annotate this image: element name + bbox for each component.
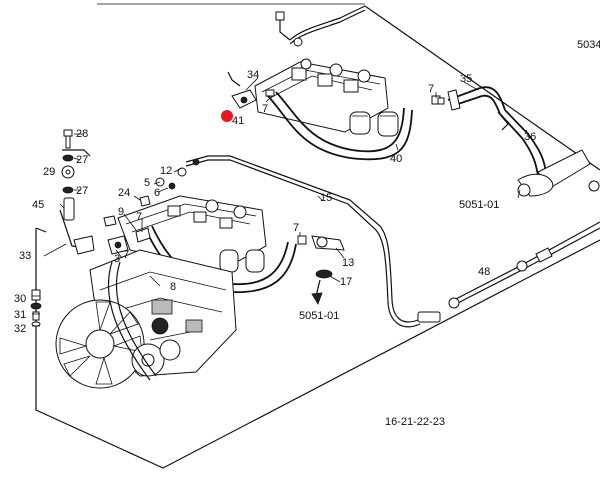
label-8: 8 — [170, 281, 176, 293]
label-31: 31 — [14, 309, 26, 321]
label-34: 34 — [247, 69, 259, 81]
lower-engine-assembly — [55, 195, 345, 389]
part-labels: 5034 34 7 41 7 35 36 40 5051-01 28 27 29… — [14, 39, 600, 428]
label-40: 40 — [390, 153, 402, 165]
fuel-line-15 — [177, 155, 441, 328]
label-45: 45 — [32, 199, 44, 211]
label-15: 15 — [320, 192, 332, 204]
label-27a: 27 — [76, 154, 88, 166]
exhaust-pipe — [447, 86, 591, 197]
label-41: 41 — [232, 115, 244, 127]
label-3: 3 — [114, 253, 120, 265]
label-32: 32 — [14, 323, 26, 335]
label-24: 24 — [118, 187, 130, 199]
label-ref-5051-right: 5051-01 — [459, 199, 499, 211]
label-36: 36 — [524, 131, 536, 143]
label-7a: 7 — [262, 103, 268, 115]
leader-lines — [32, 77, 531, 327]
highlight-marker — [221, 110, 233, 122]
label-29: 29 — [43, 166, 55, 178]
label-9: 9 — [118, 206, 124, 218]
label-28: 28 — [76, 128, 88, 140]
label-6: 6 — [154, 187, 160, 199]
label-5: 5 — [144, 177, 150, 189]
label-33: 33 — [19, 250, 31, 262]
label-17: 17 — [340, 276, 352, 288]
label-12: 12 — [160, 165, 172, 177]
small-parts-left — [30, 129, 176, 327]
label-27b: 27 — [76, 185, 88, 197]
label-48: 48 — [478, 266, 490, 278]
label-7e: 7 — [293, 222, 299, 234]
label-ref-bottom: 16-21-22-23 — [385, 416, 445, 428]
label-7b: 7 — [428, 83, 434, 95]
label-7c: 7 — [123, 249, 129, 261]
label-30: 30 — [14, 293, 26, 305]
pipe-48 — [448, 180, 600, 309]
upper-engine-assembly — [227, 5, 445, 161]
label-ref-5051-mid: 5051-01 — [299, 310, 339, 322]
label-13: 13 — [342, 257, 354, 269]
label-7d: 7 — [136, 211, 142, 223]
label-35: 35 — [460, 73, 472, 85]
label-ref-top-right: 5034 — [577, 39, 600, 51]
